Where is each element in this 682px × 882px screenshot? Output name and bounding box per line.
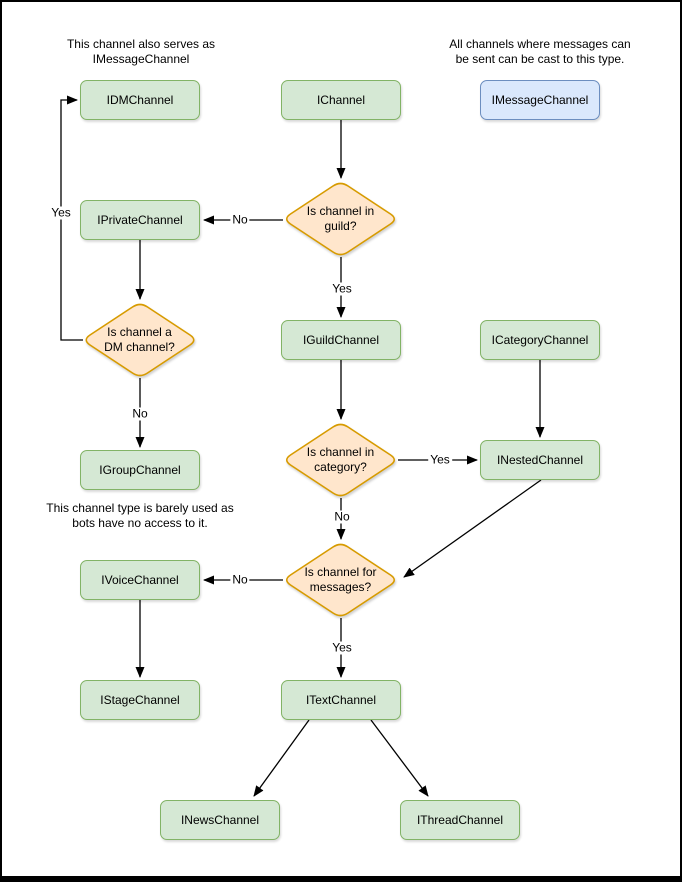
edge-dm-decision-to-idmchannel xyxy=(60,95,83,341)
decision-category-label: Is channel in category? xyxy=(306,445,375,474)
note-dm-serves-imessagechannel: This channel also serves as IMessageChan… xyxy=(66,37,216,66)
edge-label-messages-no: No xyxy=(230,572,250,587)
decision-dm-label: Is channel a DM channel? xyxy=(104,325,175,354)
note-imessagechannel-cast: All channels where messages can be sent … xyxy=(449,37,631,66)
edge-inestedchannel-to-messages-decision xyxy=(403,479,542,578)
decision-messages-label: Is channel for messages? xyxy=(304,565,377,594)
edge-label-guild-yes: Yes xyxy=(330,281,354,296)
edge-label-category-yes: Yes xyxy=(428,452,452,467)
node-igroupchannel: IGroupChannel xyxy=(80,450,200,490)
node-imessagechannel: IMessageChannel xyxy=(480,80,600,120)
edge-itextchannel-to-ithreadchannel xyxy=(370,719,429,797)
edge-label-dm-no: No xyxy=(130,406,150,421)
node-istagechannel: IStageChannel xyxy=(80,680,200,720)
node-ichannel: IChannel xyxy=(281,80,401,120)
edge-label-guild-no: No xyxy=(230,212,250,227)
node-iprivatechannel: IPrivateChannel xyxy=(80,200,200,240)
note-igroupchannel-usage: This channel type is barely used as bots… xyxy=(46,501,234,530)
edge-label-category-no: No xyxy=(332,509,352,524)
node-itextchannel: ITextChannel xyxy=(281,680,401,720)
node-ithreadchannel: IThreadChannel xyxy=(400,800,520,840)
node-ivoicechannel: IVoiceChannel xyxy=(80,560,200,600)
decision-guild-label: Is channel in guild? xyxy=(306,204,375,233)
edge-label-dm-yes: Yes xyxy=(49,205,73,220)
node-inestedchannel: INestedChannel xyxy=(480,440,600,480)
edge-itextchannel-to-inewschannel xyxy=(253,719,310,797)
edge-label-messages-yes: Yes xyxy=(330,640,354,655)
node-iguildchannel: IGuildChannel xyxy=(281,320,401,360)
node-icategorychannel: ICategoryChannel xyxy=(480,320,600,360)
node-idmchannel: IDMChannel xyxy=(80,80,200,120)
node-inewschannel: INewsChannel xyxy=(160,800,280,840)
